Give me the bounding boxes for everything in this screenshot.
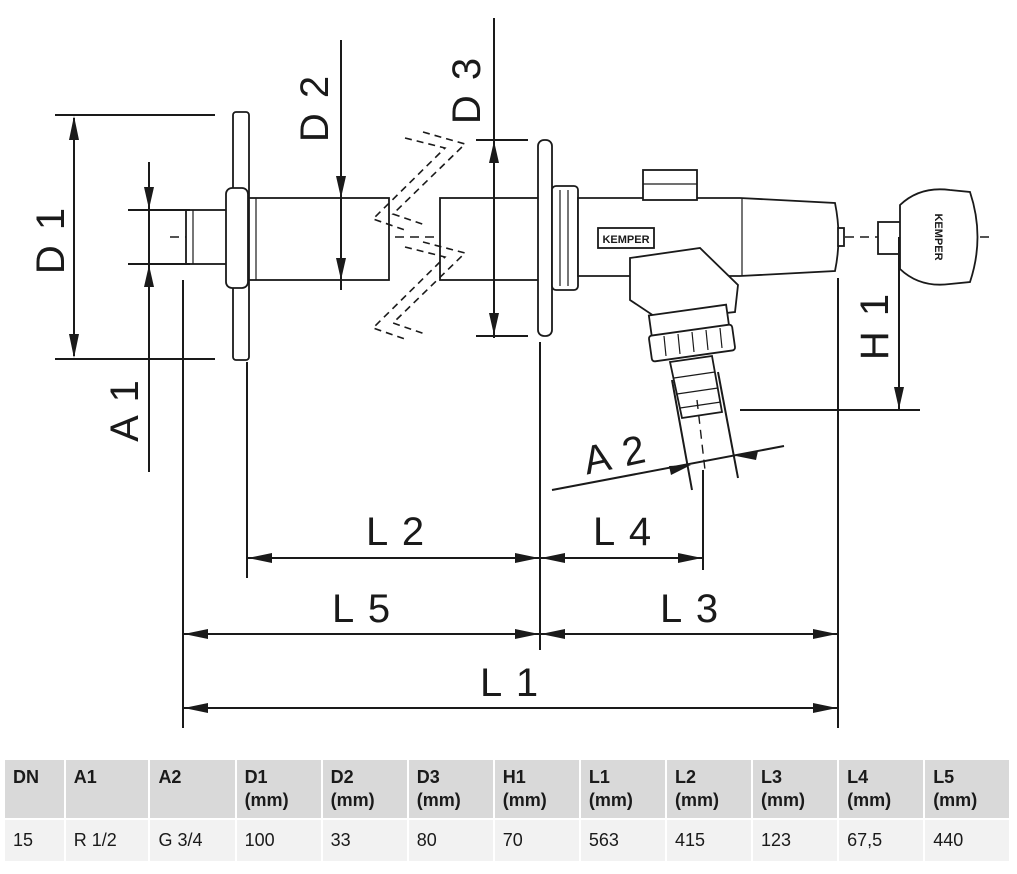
table-cell: 100 (235, 818, 323, 861)
column-header-unit: (mm) (761, 790, 806, 810)
table-cell: 70 (493, 818, 581, 861)
key-brand-text: KEMPER (932, 213, 944, 260)
dim-d3: D 3 (445, 18, 528, 338)
technical-drawing: KEMPER KEMPER D 1 A 1 D 2 (29, 18, 990, 728)
column-header: H1 (mm) (493, 760, 581, 819)
table-cell: 440 (924, 818, 1009, 861)
column-header-unit: (mm) (674, 790, 719, 810)
brand-plate-text: KEMPER (602, 234, 649, 246)
table-header-row: DN A1 A2 D1 (mm) D2 (mm) D3 (mm) H1 (mm) L1 (mm) L2 (m… (5, 760, 1009, 819)
outlet-branch (629, 247, 739, 321)
brand-plate (597, 227, 655, 249)
column-header-name: L5 (933, 767, 955, 787)
label-d3: D 3 (445, 56, 489, 124)
table-cell: 67,5 (838, 818, 926, 861)
column-header-unit: (mm) (847, 790, 892, 810)
label-l3: L 3 (660, 587, 720, 631)
table-cell: R 1/2 (64, 818, 151, 861)
dimension-table: DN A1 A2 D1 (mm) D2 (mm) D3 (mm) H1 (mm) L1 (mm) L2 (m… (5, 760, 1009, 861)
column-header-name: L4 (847, 767, 869, 787)
table-cell: 33 (321, 818, 409, 861)
column-header: L2 (mm) (665, 760, 754, 819)
table-cell: 15 (5, 818, 66, 861)
column-header-unit: (mm) (588, 790, 633, 810)
hose-connector (668, 354, 724, 420)
label-h1: H 1 (853, 292, 897, 360)
column-header-name: L3 (761, 767, 783, 787)
column-header-name: A2 (158, 767, 182, 787)
dim-l3: L 3 (540, 587, 838, 639)
column-header-name: D3 (416, 767, 440, 787)
column-header: D1 (mm) (235, 760, 323, 819)
table-cell: 415 (665, 818, 754, 861)
dim-a1: A 1 (103, 162, 190, 472)
table-cell: 123 (752, 818, 840, 861)
column-header: D3 (mm) (407, 760, 495, 819)
column-header-name: D1 (244, 767, 268, 787)
table-cell: 80 (407, 818, 495, 861)
dim-h1: H 1 (740, 237, 920, 411)
label-l5: L 5 (332, 587, 392, 631)
column-header-name: A1 (73, 767, 97, 787)
key: KEMPER (877, 188, 979, 286)
pipe-break (371, 131, 467, 340)
column-header: DN (5, 760, 66, 819)
column-header-name: L1 (588, 767, 610, 787)
dim-a2: A 2 (551, 371, 785, 491)
column-header: L4 (mm) (838, 760, 926, 819)
label-d2: D 2 (293, 74, 337, 142)
dim-d1: D 1 (29, 114, 215, 360)
column-header-unit: (mm) (330, 790, 375, 810)
column-header-unit: (mm) (502, 790, 547, 810)
label-l2: L 2 (366, 510, 426, 554)
dim-l5: L 5 (183, 587, 540, 639)
pipe-body (248, 197, 390, 281)
label-l4: L 4 (593, 510, 653, 554)
label-a1: A 1 (103, 378, 147, 442)
column-header: L5 (mm) (924, 760, 1009, 819)
column-header-name: DN (13, 767, 39, 787)
dim-l4: L 4 (540, 510, 703, 563)
table-cell: G 3/4 (149, 818, 237, 861)
rosette (537, 139, 553, 337)
column-header-unit: (mm) (933, 790, 978, 810)
column-header: L3 (mm) (752, 760, 840, 819)
dim-d2: D 2 (293, 40, 346, 290)
column-header-name: H1 (502, 767, 526, 787)
label-d1: D 1 (29, 206, 73, 274)
column-header-unit: (mm) (416, 790, 461, 810)
outlet-nut (648, 323, 736, 363)
column-header-name: L2 (674, 767, 696, 787)
column-header: A2 (149, 760, 237, 819)
inlet-thread (185, 209, 229, 265)
dim-l1: L 1 (183, 661, 838, 713)
column-header-unit: (mm) (244, 790, 289, 810)
column-header: A1 (64, 760, 151, 819)
table-cell: 563 (579, 818, 667, 861)
label-a2: A 2 (579, 427, 651, 483)
column-header: D2 (mm) (321, 760, 409, 819)
column-header: L1 (mm) (579, 760, 667, 819)
dim-l2: L 2 (247, 510, 540, 563)
label-l1: L 1 (480, 661, 540, 705)
column-header-name: D2 (330, 767, 354, 787)
